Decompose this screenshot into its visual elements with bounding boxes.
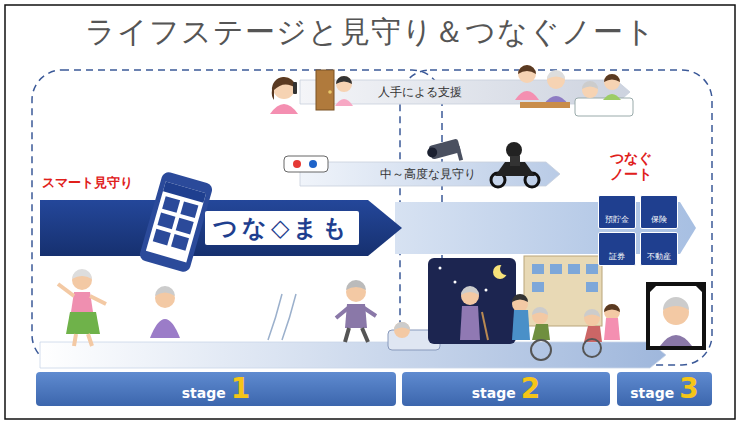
node-text: 預貯金 [605,214,629,225]
life-band [40,342,666,368]
stage-bar: stage 2 [402,372,610,406]
care-scene [515,65,633,116]
node-text-group: 中～高度な見守り [380,166,476,183]
security-bike [491,142,539,187]
node-text-group: 人手による支援 [378,84,462,101]
smartphone [138,171,213,274]
outer-frame [5,5,735,419]
stage1-region [32,70,442,365]
door-visit [316,70,353,110]
node-text-group: 預貯金 [605,214,629,225]
care-facility [524,256,602,326]
asset-icon: 預貯金 [598,195,636,229]
walking-man [336,280,376,342]
node-text: stage [472,385,516,401]
node-text: 証券 [609,251,625,262]
node-text: 不動産 [647,251,671,262]
camera [426,138,464,168]
node-text: 中～高度な見守り [380,166,476,183]
time-break [268,294,296,340]
node-text-group: 保険 [651,214,667,225]
node-text: 人手による支援 [378,84,462,101]
node-number: 3 [679,375,698,403]
figures [58,65,706,360]
node-number: 1 [231,375,250,403]
node-text: つな◇まも [205,211,359,245]
node-text-group: 不動産 [647,251,671,262]
background-frame [5,5,735,419]
dancing-woman [58,269,106,346]
node-text-group: stage 1 [182,375,250,403]
stage-bar: stage 3 [617,372,712,406]
node-text: 保険 [651,214,667,225]
node-text: stage [182,385,226,401]
node-text-group: stage 2 [472,375,540,403]
stage-bar: stage 1 [36,372,396,406]
wheelchair-care [512,294,620,360]
node-text-group: つな◇まも [205,211,359,245]
node-text-group: 証券 [609,251,625,262]
service-label: スマート見守り [42,176,133,191]
note-label: つなぐ ノート [606,150,656,182]
night-wandering [428,258,516,344]
service-arrow: つな◇まも [40,200,402,256]
node-text-group: stage 3 [630,375,698,403]
monitor-band: 中～高度な見守り [300,162,560,186]
node-number: 2 [521,375,540,403]
asset-icon: 保険 [640,195,678,229]
phone-woman [270,77,298,114]
monitor-band-shape [300,162,560,186]
memorial-portrait [646,282,706,348]
sitting-woman [150,286,180,338]
support-band: 人手による支援 [300,80,630,104]
asset-icon: 不動産 [640,232,678,266]
diagram-title: ライフステージと見守り＆つなぐノート [0,12,740,53]
asset-icon: 証券 [598,232,636,266]
band-shapes [40,80,630,256]
node-text: stage [630,385,674,401]
service-arrow-shape [40,200,402,256]
sensor-device [284,156,328,172]
